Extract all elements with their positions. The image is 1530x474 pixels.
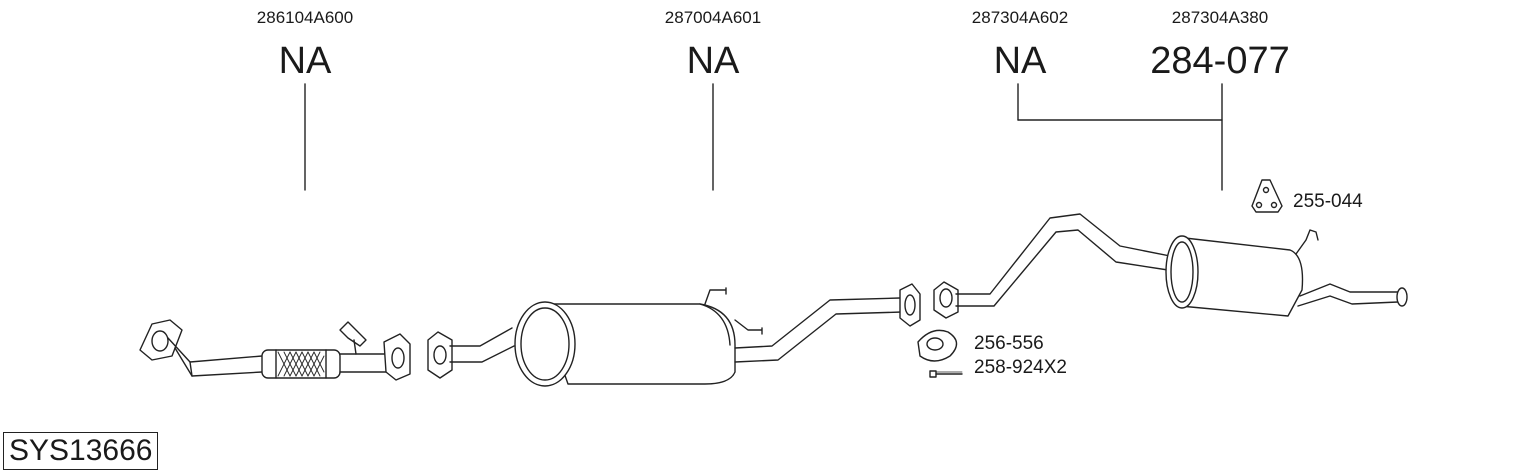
rubber-hanger-icon[interactable] <box>1251 179 1283 213</box>
leader-lines <box>304 83 1223 191</box>
part-number-hanger[interactable]: 255-044 <box>1293 191 1363 212</box>
oem-number-middle-silencer: 287004A601 <box>664 8 762 27</box>
oem-number-front-pipe: 286104A600 <box>256 8 354 27</box>
gasket-icon[interactable] <box>917 329 958 362</box>
front-pipe-with-flex[interactable] <box>139 319 411 381</box>
part-number-gasket[interactable]: 256-556 <box>974 333 1044 354</box>
part-number-front-pipe[interactable]: NA <box>278 40 332 82</box>
part-number-bolt[interactable]: 258-924X2 <box>974 357 1067 378</box>
middle-silencer[interactable] <box>427 283 921 387</box>
system-id-box: SYS13666 <box>3 432 159 470</box>
rear-pipe-and-silencer[interactable] <box>933 213 1408 319</box>
oem-number-rear-pipe: 287304A602 <box>971 8 1069 27</box>
part-number-rear-silencer[interactable]: 284-077 <box>1150 40 1290 82</box>
part-number-rear-pipe[interactable]: NA <box>993 40 1047 82</box>
bolt-icon[interactable] <box>929 370 963 378</box>
part-number-middle-silencer[interactable]: NA <box>686 40 740 82</box>
oem-number-rear-silencer: 287304A380 <box>1171 8 1269 27</box>
